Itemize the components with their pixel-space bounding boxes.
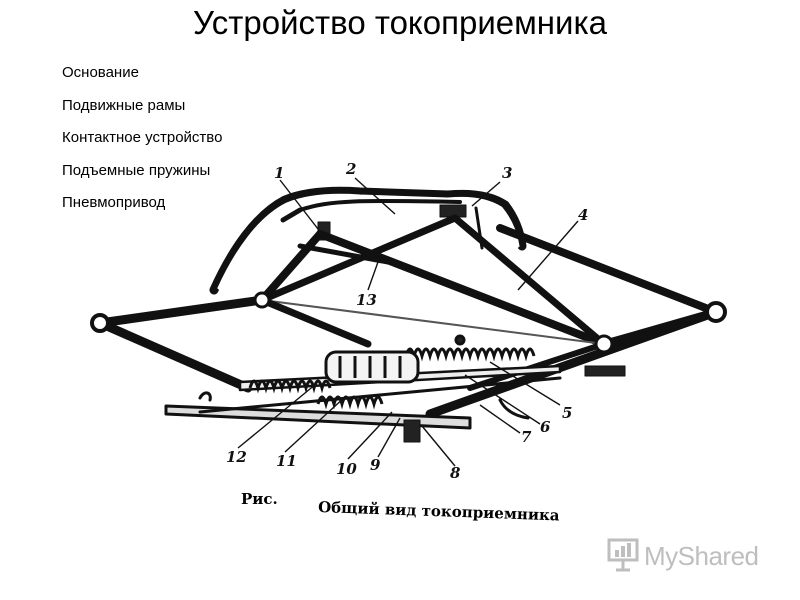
slide-title: Устройство токоприемника	[193, 4, 607, 41]
parts-list-item: Контактное устройство	[62, 129, 223, 146]
upper-frame	[258, 214, 608, 348]
contact-shoe	[209, 186, 527, 295]
callout-label: 1	[274, 164, 284, 182]
presentation-board-icon	[606, 536, 640, 577]
parts-list-item: Основание	[62, 64, 139, 81]
figure-caption: Общий вид токоприемника	[318, 498, 560, 524]
callout-label: 13	[356, 291, 377, 309]
parts-list: Основание Подвижные рамы Контактное устр…	[62, 57, 222, 220]
leader-lines	[237, 177, 579, 467]
callout-label: 4	[578, 206, 588, 224]
callout-label: 9	[370, 456, 381, 474]
callout-label: 7	[521, 428, 532, 446]
parts-list-item: Подъемные пружины	[62, 161, 211, 179]
watermark: MyShared	[606, 536, 759, 576]
callout-label: 10	[336, 460, 357, 478]
parts-list-item: Подвижные рамы	[62, 96, 186, 114]
callout-label: 11	[276, 452, 297, 470]
callout-label: 6	[540, 418, 551, 436]
figure-caption-prefix: Рис.	[241, 490, 278, 508]
parts-list-item: Пневмопривод	[62, 194, 166, 211]
callout-label: 3	[502, 164, 512, 182]
callout-labels: 1 2 3 4 13 5 6 7 8 9 10 11 12	[226, 160, 588, 482]
pneumatic-cylinder	[324, 334, 466, 384]
callout-label: 12	[226, 448, 247, 466]
lower-frame	[90, 224, 727, 419]
callout-label: 2	[345, 160, 356, 178]
callout-label: 8	[450, 464, 461, 482]
callout-label: 5	[562, 404, 572, 422]
lift-springs	[248, 347, 536, 410]
watermark-text: MyShared	[644, 540, 759, 571]
